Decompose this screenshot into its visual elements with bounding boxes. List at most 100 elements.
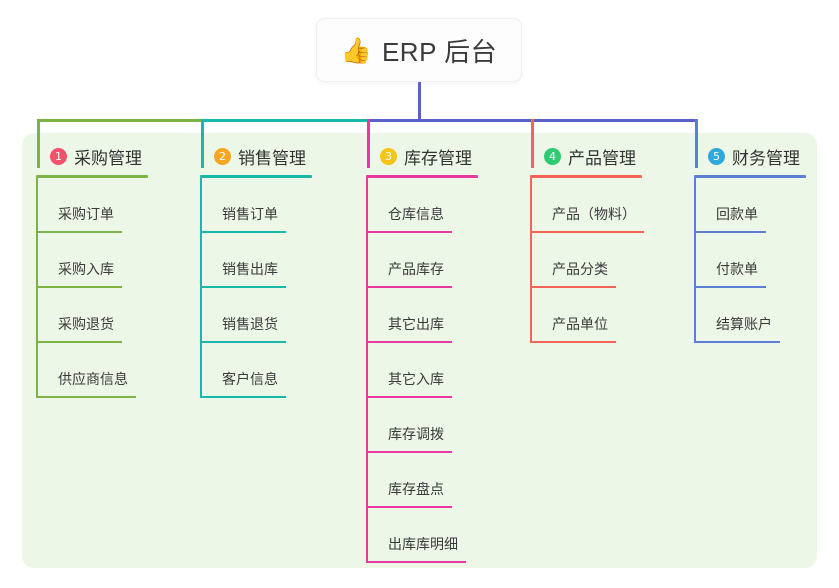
branch-title: 财务管理	[732, 148, 800, 168]
branch-item-label: 结算账户	[716, 316, 772, 332]
branch-item[interactable]: 供应商信息	[36, 343, 148, 398]
branch-item-underline	[694, 286, 766, 288]
branch-item-label: 采购入库	[58, 261, 114, 277]
branch-item[interactable]: 销售退货	[200, 288, 312, 343]
branch-item-list: 回款单付款单结算账户	[694, 178, 806, 343]
branch-drop-line-2	[201, 119, 204, 168]
branch-item-list: 销售订单销售出库销售退货客户信息	[200, 178, 312, 398]
branch-item-label: 仓库信息	[388, 206, 444, 222]
branch-item-list: 采购订单采购入库采购退货供应商信息	[36, 178, 148, 398]
branch-item[interactable]: 采购退货	[36, 288, 148, 343]
branch-header-underline	[200, 175, 312, 178]
branch-item-underline	[366, 341, 452, 343]
branch-drop-line-3	[367, 119, 370, 168]
branch-item-label: 采购订单	[58, 206, 114, 222]
branch-item-underline	[366, 396, 452, 398]
branch-spine	[366, 178, 368, 563]
branch-column-5: 5 财务管理回款单付款单结算账户	[694, 145, 806, 343]
branch-header-1[interactable]: 1 采购管理	[36, 145, 148, 168]
branch-item-label: 销售订单	[222, 206, 278, 222]
branch-item-underline	[366, 561, 466, 563]
branch-item-label: 库存盘点	[388, 481, 444, 497]
branch-number-badge: 1	[50, 147, 67, 165]
branch-item-label: 销售出库	[222, 261, 278, 277]
branch-item[interactable]: 结算账户	[694, 288, 806, 343]
branch-item[interactable]: 采购入库	[36, 233, 148, 288]
branch-item-label: 出库库明细	[388, 536, 458, 552]
branch-item-underline	[530, 286, 616, 288]
branch-title: 采购管理	[74, 148, 142, 168]
branch-item-underline	[366, 506, 452, 508]
bus-segment-1	[37, 119, 203, 122]
branch-item-underline	[530, 231, 644, 233]
branch-item-underline	[366, 451, 452, 453]
branch-spine	[694, 178, 696, 343]
branch-item-label: 库存调拨	[388, 426, 444, 442]
branch-item-label: 采购退货	[58, 316, 114, 332]
branch-item-label: 付款单	[716, 261, 758, 277]
branch-drop-line-4	[531, 119, 534, 168]
branch-item[interactable]: 库存盘点	[366, 453, 478, 508]
branch-item[interactable]: 产品分类	[530, 233, 642, 288]
branch-item-underline	[694, 231, 766, 233]
branch-item-label: 其它出库	[388, 316, 444, 332]
branch-title: 销售管理	[238, 148, 306, 168]
branch-item-underline	[530, 341, 616, 343]
branch-header-underline	[36, 175, 148, 178]
branch-item-underline	[36, 231, 122, 233]
branch-item[interactable]: 产品库存	[366, 233, 478, 288]
branch-panel	[22, 133, 817, 568]
branch-item-underline	[200, 286, 286, 288]
branch-item[interactable]: 其它入库	[366, 343, 478, 398]
branch-item-label: 供应商信息	[58, 371, 128, 387]
branch-column-1: 1 采购管理采购订单采购入库采购退货供应商信息	[36, 145, 148, 398]
branch-item-underline	[200, 396, 286, 398]
branch-item-label: 产品单位	[552, 316, 608, 332]
branch-header-2[interactable]: 2 销售管理	[200, 145, 312, 168]
branch-item[interactable]: 仓库信息	[366, 178, 478, 233]
branch-spine	[200, 178, 202, 398]
root-node-card[interactable]: 👍 ERP 后台	[316, 18, 522, 82]
root-stem-line	[418, 82, 421, 122]
branch-spine	[530, 178, 532, 343]
branch-header-5[interactable]: 5 财务管理	[694, 145, 806, 168]
branch-item[interactable]: 回款单	[694, 178, 806, 233]
branch-item[interactable]: 销售出库	[200, 233, 312, 288]
branch-item-label: 回款单	[716, 206, 758, 222]
root-node-title: ERP 后台	[381, 36, 498, 67]
branch-item-underline	[366, 286, 452, 288]
branch-item[interactable]: 其它出库	[366, 288, 478, 343]
branch-number-badge: 5	[708, 147, 725, 165]
bus-segment-2	[201, 119, 369, 122]
branch-item[interactable]: 销售订单	[200, 178, 312, 233]
branch-number-badge: 2	[214, 147, 231, 165]
branch-header-underline	[530, 175, 642, 178]
branch-item-list: 仓库信息产品库存其它出库其它入库库存调拨库存盘点出库库明细	[366, 178, 478, 563]
branch-item[interactable]: 库存调拨	[366, 398, 478, 453]
branch-item[interactable]: 客户信息	[200, 343, 312, 398]
branch-spine	[36, 178, 38, 398]
branch-item-underline	[36, 396, 136, 398]
branch-number-badge: 3	[380, 147, 397, 165]
branch-item[interactable]: 采购订单	[36, 178, 148, 233]
branch-item-underline	[36, 341, 122, 343]
branch-item-underline	[200, 231, 286, 233]
thumbs-up-icon: 👍	[340, 36, 372, 65]
branch-header-3[interactable]: 3 库存管理	[366, 145, 478, 168]
branch-item[interactable]: 产品单位	[530, 288, 642, 343]
branch-item-underline	[36, 286, 122, 288]
branch-item-underline	[200, 341, 286, 343]
branch-title: 库存管理	[404, 148, 472, 168]
branch-item[interactable]: 产品（物料）	[530, 178, 644, 233]
branch-item[interactable]: 付款单	[694, 233, 806, 288]
branch-item-list: 产品（物料）产品分类产品单位	[530, 178, 644, 343]
branch-item[interactable]: 出库库明细	[366, 508, 478, 563]
branch-title: 产品管理	[568, 148, 636, 168]
branch-item-label: 销售退货	[222, 316, 278, 332]
branch-item-underline	[366, 231, 452, 233]
branch-column-3: 3 库存管理仓库信息产品库存其它出库其它入库库存调拨库存盘点出库库明细	[366, 145, 478, 563]
branch-item-label: 产品库存	[388, 261, 444, 277]
